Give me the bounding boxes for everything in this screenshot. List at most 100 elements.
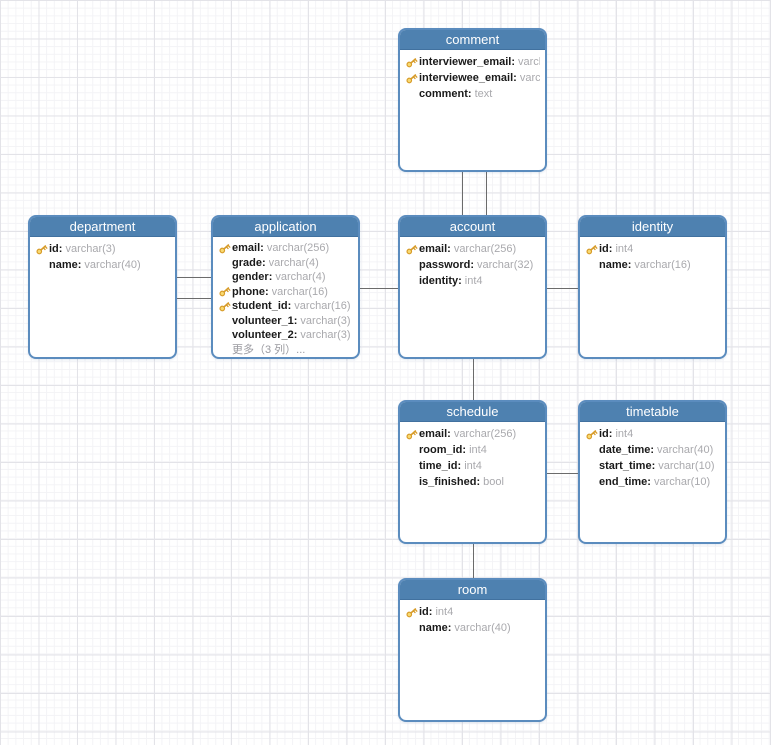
field-name: id [599, 428, 612, 440]
entity-field-list: id int4 name varchar(40) [400, 600, 545, 636]
primary-key-icon [33, 243, 49, 256]
field-name: student_id [232, 300, 291, 312]
field-name: room_id [419, 444, 466, 456]
primary-key-icon [403, 243, 419, 256]
relationship-line-department-application-1[interactable] [177, 277, 211, 278]
relationship-line-account-identity[interactable] [547, 288, 578, 289]
field-name: grade [232, 257, 266, 269]
field-type: varchar(4) [275, 271, 326, 284]
primary-key-icon [403, 56, 419, 69]
entity-timetable[interactable]: timetable id int4 date_time varchar(40) … [578, 400, 727, 544]
field-row[interactable]: comment text [400, 86, 545, 102]
field-name: email [419, 243, 451, 255]
field-row[interactable]: interviewer_email varchar... [400, 54, 545, 70]
field-type: text [474, 88, 493, 100]
field-name: id [419, 606, 432, 618]
field-type: varchar(32) [477, 259, 534, 271]
field-name: interviewer_email [419, 56, 515, 68]
relationship-line-application-account[interactable] [360, 288, 398, 289]
field-row[interactable]: id varchar(3) [30, 241, 175, 257]
field-name: password [419, 259, 474, 271]
entity-application[interactable]: application email varchar(256) grade var… [211, 215, 360, 359]
field-type: varchar(3) [300, 314, 351, 327]
field-name: name [599, 259, 631, 271]
relationship-line-schedule-room[interactable] [473, 544, 474, 578]
entity-title[interactable]: application [213, 217, 358, 237]
entity-title[interactable]: account [400, 217, 545, 237]
primary-key-icon [216, 300, 232, 313]
field-name: phone [232, 286, 269, 298]
field-row[interactable]: is_finished bool [400, 474, 545, 490]
field-type: varchar(16) [271, 285, 328, 298]
entity-account[interactable]: account email varchar(256) password varc… [398, 215, 547, 359]
field-row[interactable]: email varchar(256) [213, 241, 358, 256]
field-name: comment [419, 88, 472, 100]
field-row[interactable]: volunteer_1 varchar(3) [213, 314, 358, 329]
field-type: int4 [615, 243, 634, 255]
field-row[interactable]: id int4 [580, 241, 725, 257]
field-row[interactable]: grade varchar(4) [213, 256, 358, 271]
field-name: interviewee_email [419, 72, 517, 84]
field-row[interactable]: name varchar(40) [30, 257, 175, 273]
field-row[interactable]: start_time varchar(10) [580, 458, 725, 474]
entity-title[interactable]: timetable [580, 402, 725, 422]
more-columns-indicator[interactable]: 更多（3 列）... [232, 343, 306, 356]
field-row[interactable]: email varchar(256) [400, 241, 545, 257]
field-row[interactable]: time_id int4 [400, 458, 545, 474]
field-row[interactable]: identity int4 [400, 273, 545, 289]
field-row[interactable]: end_time varchar(10) [580, 474, 725, 490]
field-name: time_id [419, 460, 461, 472]
field-row[interactable]: volunteer_2 varchar(3) [213, 328, 358, 343]
entity-field-list: email varchar(256) room_id int4 time_id … [400, 422, 545, 490]
field-type: int4 [464, 275, 483, 287]
field-row[interactable]: email varchar(256) [400, 426, 545, 442]
entity-comment[interactable]: comment interviewer_email varchar... int… [398, 28, 547, 172]
primary-key-icon [403, 606, 419, 619]
field-row[interactable]: id int4 [580, 426, 725, 442]
field-row[interactable]: room_id int4 [400, 442, 545, 458]
entity-field-list: id varchar(3) name varchar(40) [30, 237, 175, 273]
field-type: varchar(16) [634, 259, 691, 271]
field-name: id [49, 243, 62, 255]
field-type: varchar(3) [300, 329, 351, 342]
field-row[interactable]: name varchar(16) [580, 257, 725, 273]
relationship-line-comment-account-1[interactable] [462, 172, 463, 215]
relationship-line-schedule-timetable[interactable] [547, 473, 578, 474]
field-name: volunteer_1 [232, 315, 297, 327]
field-type: varchar(40) [454, 622, 511, 634]
entity-identity[interactable]: identity id int4 name varchar(16) [578, 215, 727, 359]
field-row[interactable]: name varchar(40) [400, 620, 545, 636]
field-type: varchar(40) [84, 259, 141, 271]
field-row[interactable]: gender varchar(4) [213, 270, 358, 285]
field-row[interactable]: phone varchar(16) [213, 285, 358, 300]
field-row[interactable]: password varchar(32) [400, 257, 545, 273]
field-type: varchar(3) [65, 243, 116, 255]
entity-title[interactable]: room [400, 580, 545, 600]
entity-title[interactable]: comment [400, 30, 545, 50]
field-row[interactable]: student_id varchar(16) [213, 299, 358, 314]
primary-key-icon [583, 243, 599, 256]
entity-field-list: interviewer_email varchar... interviewee… [400, 50, 545, 102]
entity-title[interactable]: department [30, 217, 175, 237]
relationship-line-comment-account-2[interactable] [486, 172, 487, 215]
field-type: varchar(4) [268, 256, 319, 269]
entity-department[interactable]: department id varchar(3) name varchar(40… [28, 215, 177, 359]
field-row[interactable]: id int4 [400, 604, 545, 620]
relationship-line-department-application-2[interactable] [177, 298, 211, 299]
entity-title[interactable]: identity [580, 217, 725, 237]
field-row[interactable]: interviewee_email varchar... [400, 70, 545, 86]
field-type: int4 [435, 606, 454, 618]
field-type: int4 [464, 460, 482, 472]
entity-field-list: id int4 date_time varchar(40) start_time… [580, 422, 725, 490]
entity-schedule[interactable]: schedule email varchar(256) room_id int4… [398, 400, 547, 544]
entity-room[interactable]: room id int4 name varchar(40) [398, 578, 547, 722]
field-name: identity [419, 275, 462, 287]
entity-title[interactable]: schedule [400, 402, 545, 422]
entity-field-list: email varchar(256) password varchar(32) … [400, 237, 545, 289]
primary-key-icon [216, 285, 232, 298]
field-name: name [419, 622, 451, 634]
field-row[interactable]: date_time varchar(40) [580, 442, 725, 458]
field-name: gender [232, 271, 272, 283]
relationship-line-account-schedule[interactable] [473, 359, 474, 400]
